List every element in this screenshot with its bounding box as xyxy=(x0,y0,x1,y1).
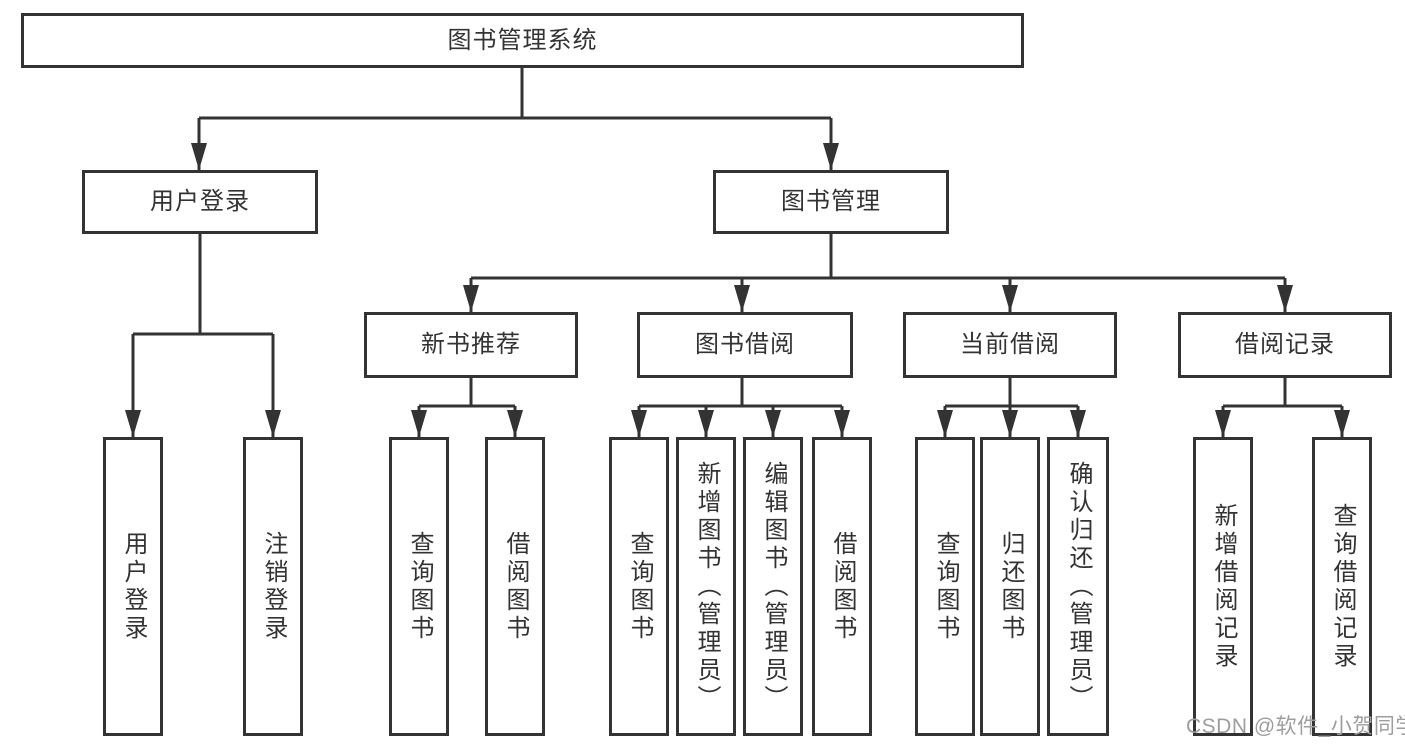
csdn-watermark: CSDN @软件_小贺同学 xyxy=(1186,715,1405,738)
leaf-query-books-recommend: 查询图书 xyxy=(389,437,449,736)
leaf-user-login: 用户登录 xyxy=(103,437,163,736)
trunk-lines xyxy=(133,68,1342,408)
node-label: 新增借阅记录 xyxy=(1210,502,1237,671)
node-label: 图书管理系统 xyxy=(447,26,598,54)
node-system-root: 图书管理系统 xyxy=(21,13,1024,68)
node-label: 注销登录 xyxy=(260,530,287,643)
node-borrowing-records: 借阅记录 xyxy=(1178,312,1392,378)
node-book-management: 图书管理 xyxy=(713,170,949,234)
leaf-add-borrow-record: 新增借阅记录 xyxy=(1193,437,1253,736)
node-label: 编辑图书（管理员） xyxy=(760,460,787,713)
node-label: 查询图书 xyxy=(932,530,959,643)
node-label: 用户登录 xyxy=(150,188,250,215)
node-label: 归还图书 xyxy=(997,530,1024,643)
leaf-confirm-return-admin: 确认归还（管理员） xyxy=(1047,437,1109,736)
node-user-login: 用户登录 xyxy=(82,170,318,234)
node-label: 查询借阅记录 xyxy=(1329,502,1356,671)
leaf-query-books-borrowing: 查询图书 xyxy=(609,437,669,736)
leaf-add-book-admin: 新增图书（管理员） xyxy=(676,437,736,736)
node-label: 新增图书（管理员） xyxy=(693,460,720,713)
arrow-lines xyxy=(125,118,1350,437)
node-book-borrowing: 图书借阅 xyxy=(637,312,853,378)
leaf-return-book: 归还图书 xyxy=(980,437,1040,736)
leaf-edit-book-admin: 编辑图书（管理员） xyxy=(743,437,803,736)
node-label: 查询图书 xyxy=(406,530,433,643)
node-label: 借阅记录 xyxy=(1235,331,1335,358)
node-label: 用户登录 xyxy=(120,530,147,643)
node-label: 查询图书 xyxy=(626,530,653,643)
node-label: 图书管理 xyxy=(781,188,881,215)
node-new-book-recommend: 新书推荐 xyxy=(364,312,578,378)
node-label: 新书推荐 xyxy=(421,331,521,358)
node-label: 图书借阅 xyxy=(695,331,795,358)
leaf-borrow-books: 借阅图书 xyxy=(812,437,872,736)
leaf-logout: 注销登录 xyxy=(243,437,303,736)
node-label: 确认归还（管理员） xyxy=(1065,460,1092,713)
leaf-query-borrow-record: 查询借阅记录 xyxy=(1312,437,1372,736)
node-label: 借阅图书 xyxy=(502,530,529,643)
node-label: 当前借阅 xyxy=(960,331,1060,358)
node-label: 借阅图书 xyxy=(829,530,856,643)
leaf-query-books-current: 查询图书 xyxy=(915,437,975,736)
leaf-borrow-books-recommend: 借阅图书 xyxy=(485,437,545,736)
node-current-borrowing: 当前借阅 xyxy=(903,312,1117,378)
